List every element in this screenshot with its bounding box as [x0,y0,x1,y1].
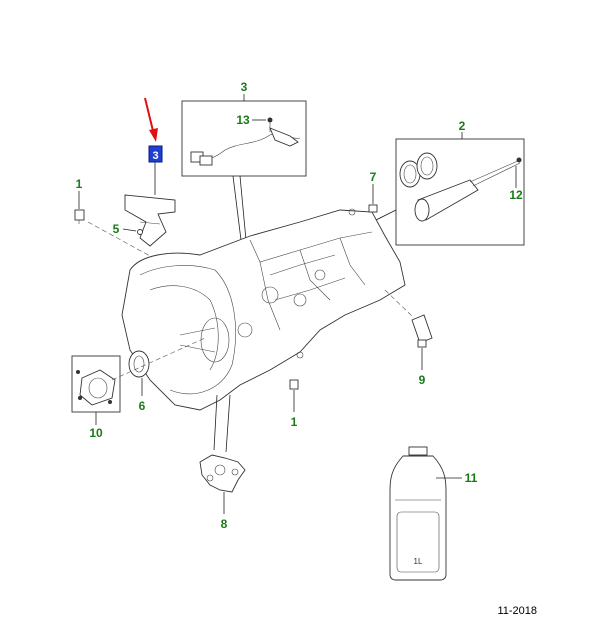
bottle-volume-label: 1L [414,557,423,566]
callout-8: 8 [221,517,228,531]
mount-part-8 [199,454,246,493]
highlighted-part-box[interactable]: 3 [148,145,163,163]
callout-7: 7 [370,170,377,184]
callout-2: 2 [459,119,466,133]
fluid-bottle: 1L [389,446,447,581]
callout-1-top: 1 [76,177,83,191]
footer-date: 11-2018 [497,605,537,617]
bracket-part [124,194,176,247]
sensor-part-9 [411,314,433,348]
callout-9: 9 [419,373,426,387]
callout-6: 6 [139,399,146,413]
harness-detail-box [181,100,307,177]
callout-1-bottom: 1 [291,415,298,429]
callout-5: 5 [113,222,120,236]
indicator-arrow [144,97,158,142]
bolt-part-1-top [74,209,85,224]
transmission-housing [121,208,406,411]
callout-10: 10 [89,426,103,440]
flange-detail-box [71,355,121,413]
shaft-detail-box [395,138,525,246]
callout-12: 12 [509,188,523,202]
callout-13: 13 [236,113,250,127]
callout-3: 3 [241,80,248,94]
highlighted-part-label: 3 [152,150,158,162]
callout-11: 11 [465,471,478,485]
